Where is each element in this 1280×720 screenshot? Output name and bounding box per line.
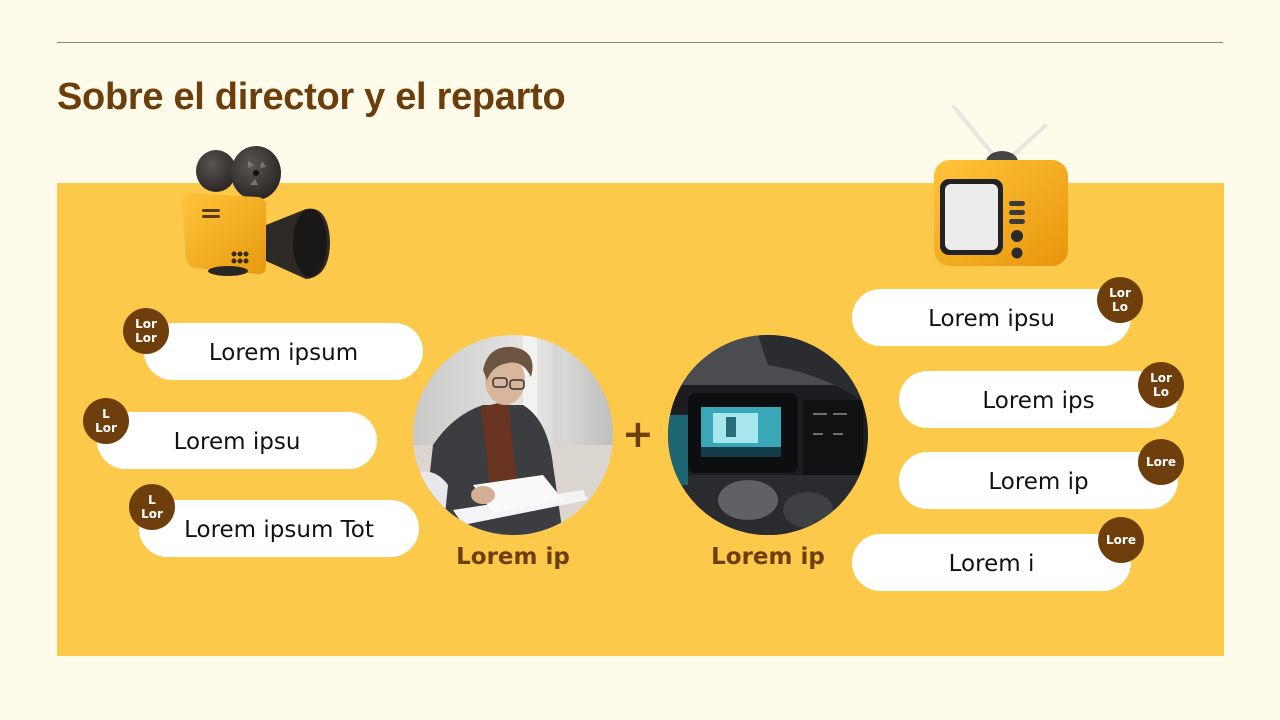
badge-line: Lo	[1153, 385, 1169, 399]
right-list-badge: Lor Lo	[1138, 362, 1184, 408]
plus-sign: +	[622, 412, 654, 456]
right-list-item-label: Lorem ipsu	[928, 305, 1055, 332]
badge-line: Lore	[1106, 533, 1136, 547]
right-list-item: Lorem ip	[899, 452, 1178, 509]
left-list-item-label: Lorem ipsum Tot	[184, 516, 374, 543]
badge-line: Lor	[141, 507, 163, 521]
right-list-badge: Lore	[1098, 517, 1144, 563]
badge-line: L	[102, 407, 110, 421]
right-list-item: Lorem ipsu	[852, 289, 1131, 346]
badge-line: Lor	[135, 317, 157, 331]
camera-caption: Lorem ip	[711, 544, 825, 570]
left-list-badge: Lor Lor	[123, 308, 169, 354]
top-divider	[57, 42, 1223, 43]
right-list-item: Lorem ips	[899, 371, 1178, 428]
badge-line: Lo	[1112, 300, 1128, 314]
retro-tv-icon	[930, 100, 1075, 274]
slide-title: Sobre el director y el reparto	[57, 76, 566, 118]
badge-line: Lor	[95, 421, 117, 435]
left-list-badge: L Lor	[129, 484, 175, 530]
badge-line: Lore	[1146, 455, 1176, 469]
right-list-item: Lorem i	[852, 534, 1131, 591]
director-caption: Lorem ip	[456, 544, 570, 570]
right-list-item-label: Lorem ips	[982, 387, 1095, 414]
right-list-badge: Lore	[1138, 439, 1184, 485]
badge-line: L	[148, 493, 156, 507]
left-list-item: Lorem ipsum Tot	[139, 500, 419, 557]
left-list-item: Lorem ipsu	[97, 412, 377, 469]
right-list-item-label: Lorem i	[948, 550, 1035, 577]
badge-line: Lor	[135, 331, 157, 345]
left-list-item: Lorem ipsum	[144, 323, 423, 380]
film-projector-camera-icon	[178, 143, 333, 287]
camera-photo	[668, 335, 868, 535]
badge-line: Lor	[1150, 371, 1172, 385]
director-photo	[413, 335, 613, 535]
left-list-badge: L Lor	[83, 398, 129, 444]
right-list-badge: Lor Lo	[1097, 277, 1143, 323]
left-list-item-label: Lorem ipsu	[173, 428, 301, 455]
right-list-item-label: Lorem ip	[988, 468, 1089, 495]
badge-line: Lor	[1109, 286, 1131, 300]
left-list-item-label: Lorem ipsum	[208, 339, 359, 366]
